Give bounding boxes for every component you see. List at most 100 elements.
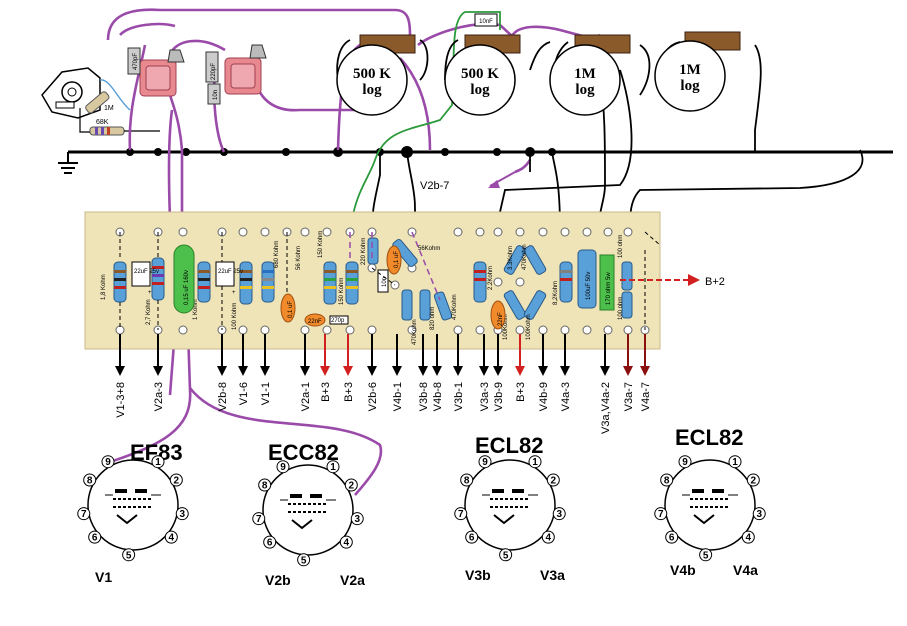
output-arrowhead — [300, 366, 310, 376]
svg-text:820 ohm: 820 ohm — [430, 307, 436, 330]
tube-electrodes — [280, 494, 336, 530]
output-label: V3b-8 — [418, 382, 430, 411]
input-resistor-1m: 1M — [85, 91, 114, 114]
tube-pin — [122, 548, 136, 562]
tube-pin-number: 4 — [344, 538, 350, 549]
svg-text:56 Kohm: 56 Kohm — [296, 246, 302, 270]
tube-pin — [339, 535, 353, 549]
rotary-switch-2-icon: 220pF 10n — [205, 44, 267, 105]
tube-pin — [728, 455, 742, 469]
turret-board: 1,8 Kohm 2,7 Kohm 1 Kohm 100 Kohm 680 Ko… — [84, 211, 661, 350]
output-arrowhead — [238, 366, 248, 376]
v2b7-label: V2b-7 — [420, 180, 449, 192]
tube-electrodes — [482, 489, 538, 525]
svg-text:56Kohm: 56Kohm — [418, 246, 440, 252]
svg-text:150 Kohm: 150 Kohm — [339, 278, 345, 305]
tube-pin — [175, 507, 189, 521]
tube-pin — [83, 473, 97, 487]
tube-pin-number: 8 — [464, 476, 470, 487]
ground-symbol-icon — [58, 162, 78, 174]
svg-text:log: log — [362, 82, 382, 98]
svg-text:10n: 10n — [382, 277, 388, 287]
v2b7-arrowhead — [488, 180, 500, 188]
svg-text:0,15 uF 160v: 0,15 uF 160v — [184, 270, 190, 305]
output-label: V4b-9 — [538, 382, 550, 411]
svg-text:V3a: V3a — [540, 567, 565, 583]
tube-pin-number: 3 — [179, 509, 185, 520]
tube-pin — [752, 507, 766, 521]
svg-text:10n: 10n — [213, 90, 219, 100]
tube-pin-number: 9 — [682, 457, 688, 468]
svg-text:0,1 uF: 0,1 uF — [288, 301, 294, 318]
output-arrowhead — [115, 366, 125, 376]
svg-text:500 K: 500 K — [461, 66, 499, 82]
svg-text:22nF: 22nF — [498, 312, 504, 326]
tube-pin-number: 2 — [751, 476, 757, 487]
tube-pin-number: 5 — [503, 550, 509, 561]
output-label: V3b-9 — [493, 382, 505, 411]
tube-pin — [552, 507, 566, 521]
output-label: B+3 — [343, 382, 355, 402]
svg-text:2,7 Kohm: 2,7 Kohm — [146, 299, 152, 325]
svg-text:470Kohm: 470Kohm — [452, 294, 458, 320]
output-arrowhead — [640, 366, 650, 376]
svg-text:22uF 25v: 22uF 25v — [218, 269, 243, 275]
svg-text:100Kohm: 100Kohm — [526, 314, 532, 340]
tube-ecc82: ECC82 V2b V2a — [262, 440, 365, 588]
tube-pin — [654, 507, 668, 521]
tube-electrodes — [105, 489, 161, 525]
output-arrowhead — [538, 366, 548, 376]
tube-pin-number: 8 — [87, 476, 93, 487]
svg-text:22uF 25v: 22uF 25v — [134, 269, 159, 275]
tube-pin-number: 6 — [469, 533, 475, 544]
svg-text:220 Kohm: 220 Kohm — [361, 238, 367, 265]
tube-pin-number: 3 — [556, 509, 562, 520]
output-label: V4b-1 — [392, 382, 404, 411]
output-label: V1-6 — [238, 382, 250, 405]
tube-pin-number: 5 — [301, 555, 307, 566]
tube-pin-number: 4 — [169, 533, 175, 544]
svg-text:8,2Kohm: 8,2Kohm — [553, 281, 559, 305]
output-label: V3a-3 — [479, 382, 491, 411]
svg-text:B+2: B+2 — [705, 276, 725, 288]
output-label: V3b-1 — [453, 382, 465, 411]
potentiometer-3: 1M log — [549, 34, 631, 116]
tube-pin-number: 2 — [349, 481, 355, 492]
tube-pin-number: 4 — [546, 533, 552, 544]
tube-pin — [252, 512, 266, 526]
board-capacitors: 22uF 25v + 0,15 uF 160v 22uF 25v + 0,1 u… — [131, 244, 615, 330]
tube-pin-number: 6 — [669, 533, 675, 544]
svg-text:100 ohm: 100 ohm — [618, 297, 624, 320]
tube-pin — [276, 460, 290, 474]
tube-ef83: EF83 V1 — [87, 440, 183, 585]
tube-pin — [326, 460, 340, 474]
tube-pin — [258, 478, 272, 492]
output-arrowhead — [493, 366, 503, 376]
board-resistors: 1,8 Kohm 2,7 Kohm 1 Kohm 100 Kohm 680 Ko… — [101, 231, 633, 345]
tube-pin — [169, 473, 183, 487]
tube-pin-number: 3 — [354, 514, 360, 525]
output-arrowhead — [367, 366, 377, 376]
svg-text:V2b: V2b — [265, 572, 291, 588]
svg-text:+: + — [148, 290, 152, 296]
tube-pin — [741, 530, 755, 544]
svg-text:220pF: 220pF — [211, 63, 217, 80]
svg-text:10nF: 10nF — [479, 19, 493, 25]
b-plus-2-arrow: B+2 — [620, 274, 725, 288]
tube-pin — [151, 455, 165, 469]
svg-text:+: + — [232, 290, 236, 296]
output-label: B+3 — [515, 382, 527, 402]
output-label: V4b-8 — [432, 382, 444, 411]
output-arrowhead — [453, 366, 463, 376]
tube-pin — [678, 455, 692, 469]
output-label: V2b-8 — [217, 382, 229, 411]
svg-text:ECC82: ECC82 — [268, 440, 339, 465]
tube-pin-number: 9 — [105, 457, 111, 468]
tube-pin — [546, 473, 560, 487]
output-arrowhead — [432, 366, 442, 376]
tube-pin — [344, 478, 358, 492]
tube-pin-number: 6 — [92, 533, 98, 544]
output-arrowhead — [320, 366, 330, 376]
